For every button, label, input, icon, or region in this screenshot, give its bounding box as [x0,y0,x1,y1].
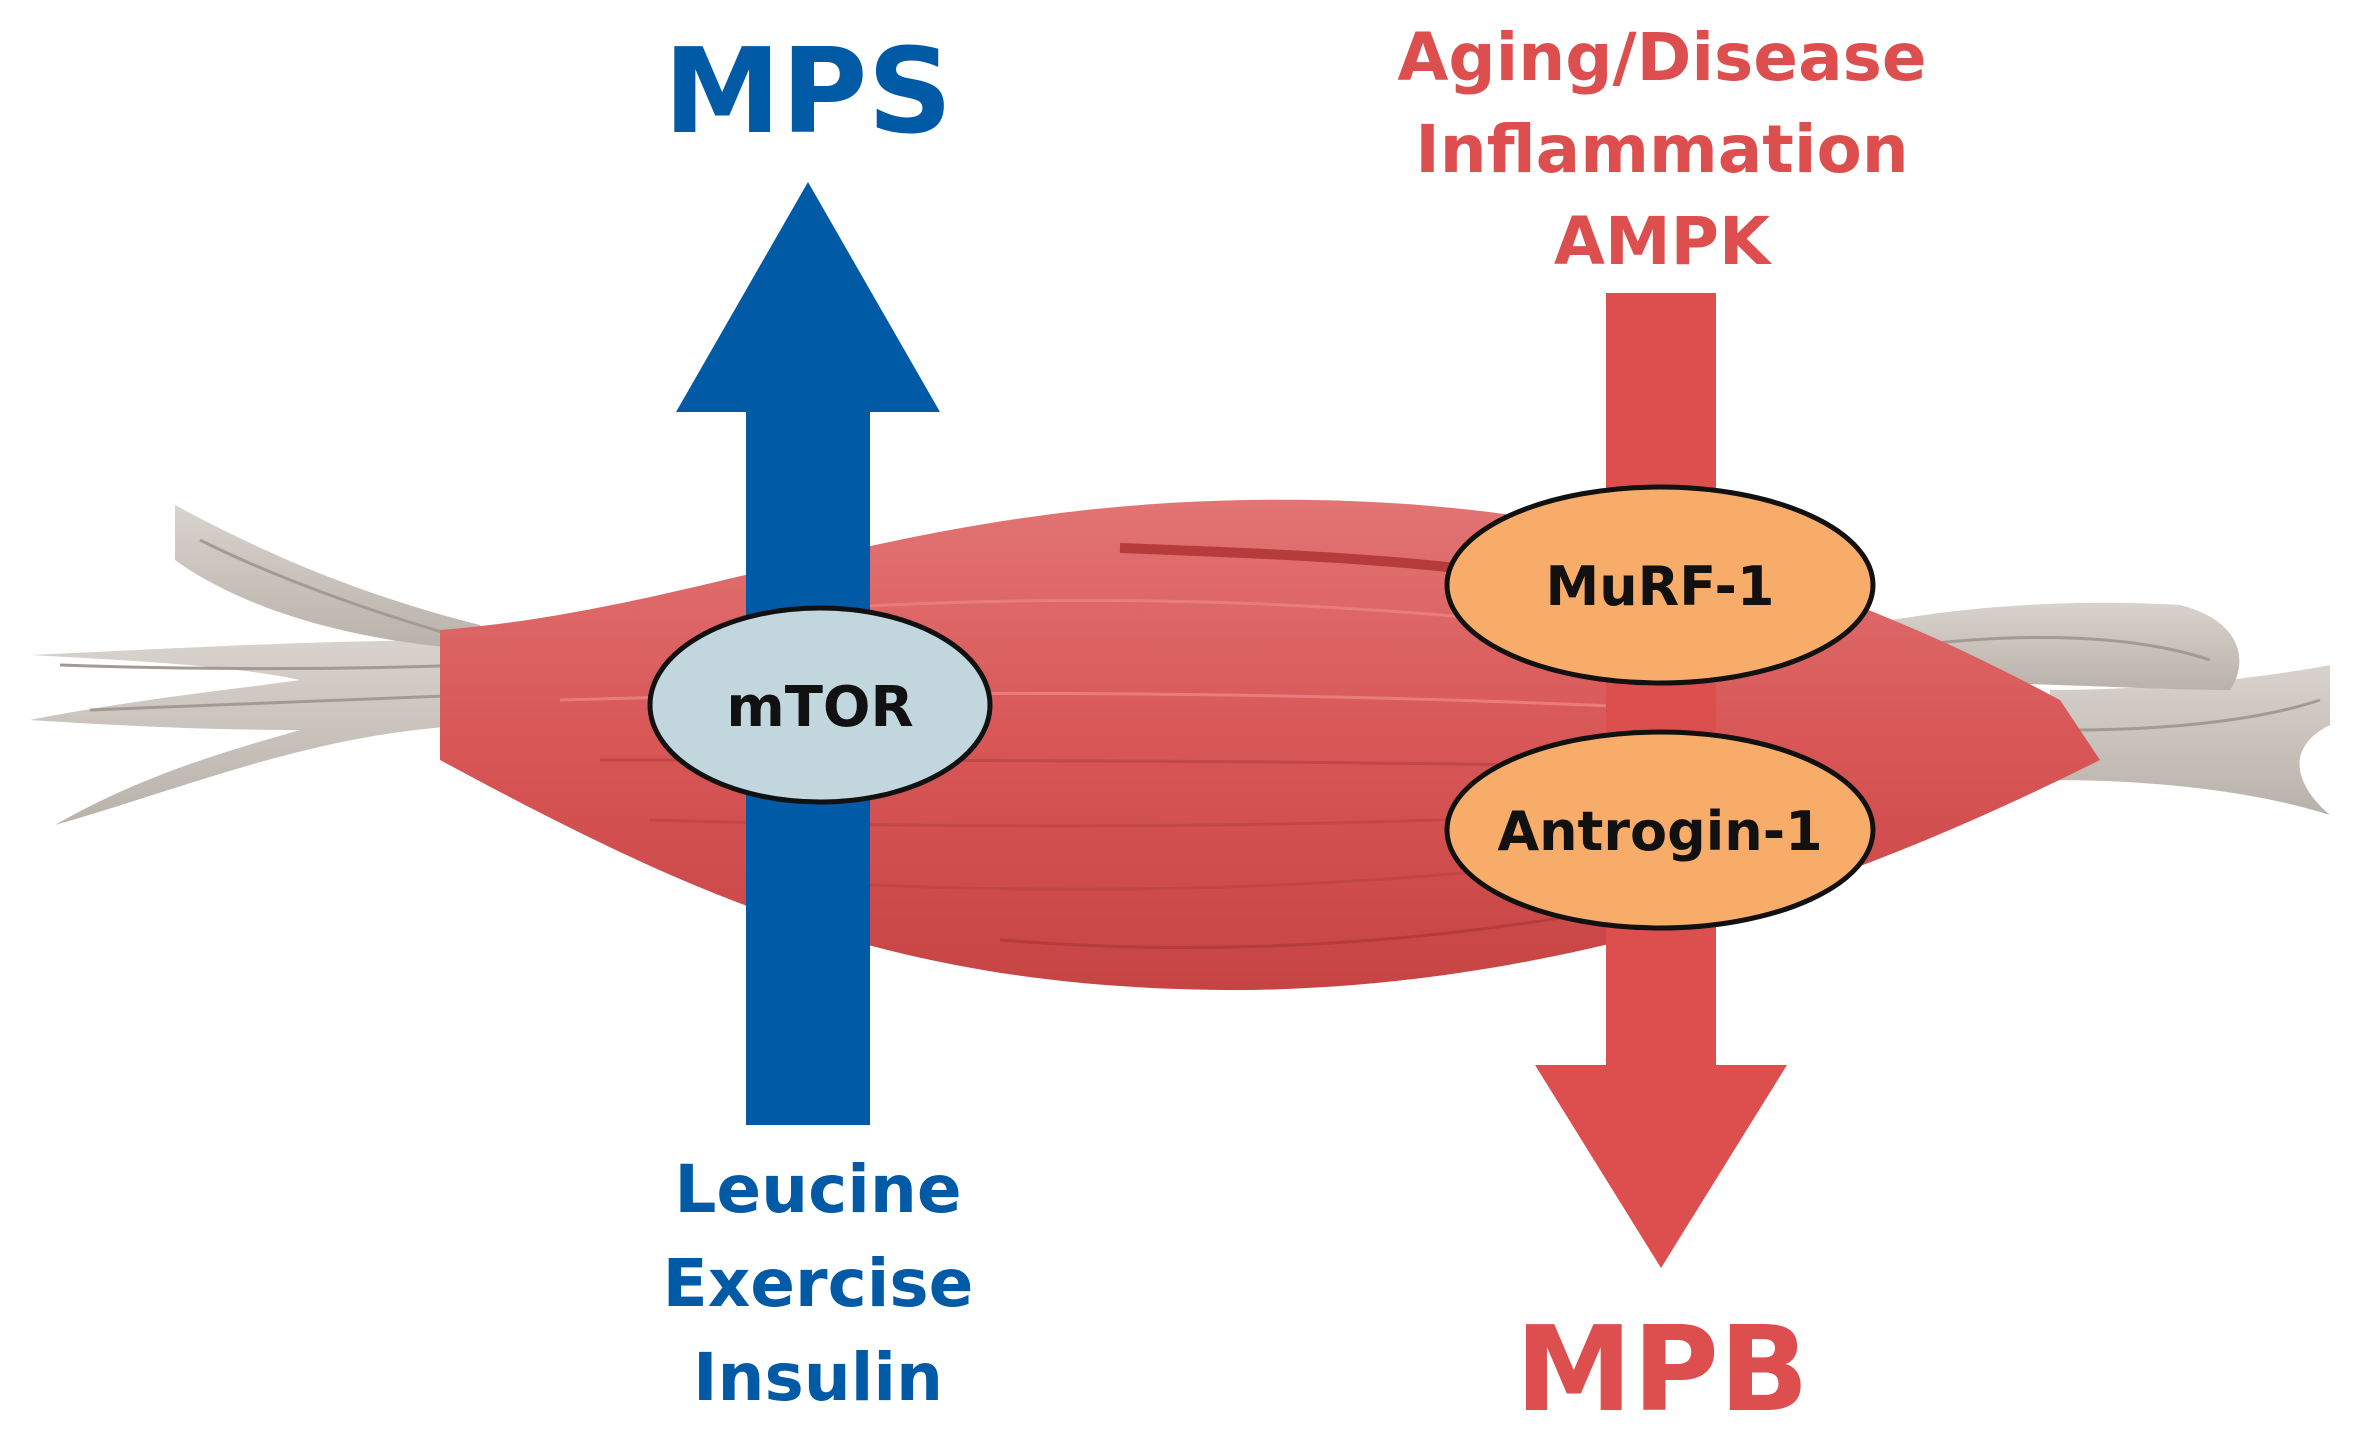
synthesis-stimulus-3: Insulin [693,1339,943,1416]
mtor-node: mTOR [647,605,993,805]
left-tendon-icon [30,505,480,825]
mps-title: MPS [664,22,953,160]
antrogin1-label: Antrogin-1 [1497,800,1822,863]
murf1-node: MuRF-1 [1444,484,1876,686]
synthesis-stimulus-2: Exercise [663,1245,974,1322]
breakdown-stimulus-2: Inflammation [1415,111,1909,188]
mpb-title: MPB [1515,1300,1809,1437]
breakdown-stimulus-1: Aging/Disease [1397,19,1926,96]
antrogin1-node: Antrogin-1 [1444,729,1876,931]
right-tendon-icon [1800,602,2330,815]
synthesis-stimulus-1: Leucine [674,1151,961,1228]
breakdown-stimulus-3: AMPK [1554,203,1773,280]
mtor-label: mTOR [726,675,913,740]
murf1-label: MuRF-1 [1546,555,1775,618]
